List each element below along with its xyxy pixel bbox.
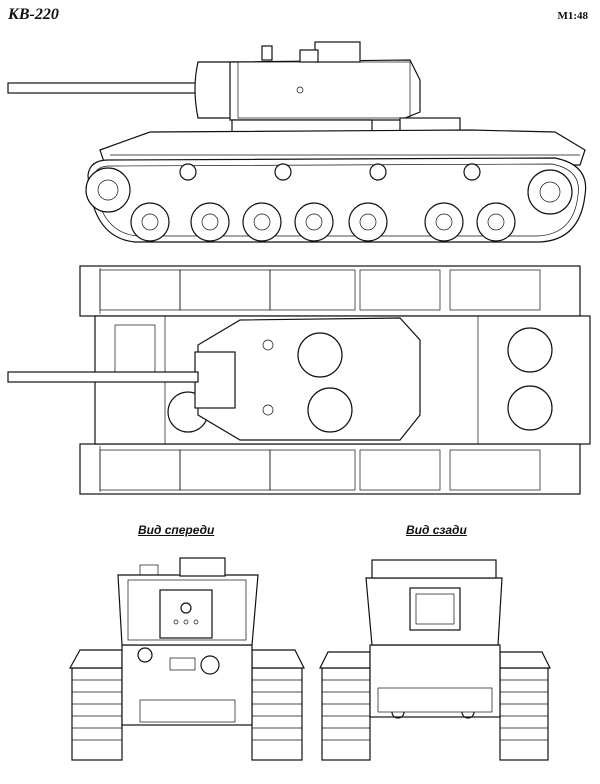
front-gun-mantlet xyxy=(159,589,213,639)
rear-hull xyxy=(369,644,501,718)
side-turret xyxy=(229,59,421,121)
rear-track-left xyxy=(321,667,371,761)
top-engine-hatch-1 xyxy=(507,327,553,373)
front-track-left xyxy=(71,667,123,761)
rear-track-right xyxy=(499,667,549,761)
side-cupola xyxy=(314,41,361,63)
top-gun-barrel xyxy=(7,371,199,383)
side-drive-sprocket xyxy=(85,167,131,213)
rear-turret-hatch xyxy=(409,587,461,631)
rear-cupola xyxy=(371,559,497,579)
drawing-title: КВ-220 xyxy=(8,6,59,23)
front-hull xyxy=(121,644,253,726)
front-cupola xyxy=(179,557,226,577)
side-idler-wheel xyxy=(527,169,573,215)
top-track-lower xyxy=(79,443,581,495)
top-turret xyxy=(197,317,421,441)
front-track-right xyxy=(251,667,303,761)
top-view xyxy=(7,265,591,495)
top-engine-hatch-2 xyxy=(507,385,553,431)
front-view xyxy=(68,557,305,761)
side-gun-barrel xyxy=(7,82,199,94)
rear-view-caption: Вид сзади xyxy=(406,523,467,537)
top-track-upper xyxy=(79,265,581,317)
front-view-caption: Вид спереди xyxy=(138,523,215,537)
scale-label: M1:48 xyxy=(557,10,588,22)
rear-view xyxy=(319,559,551,761)
top-cupola xyxy=(307,387,353,433)
side-road-wheels xyxy=(130,202,516,242)
side-view xyxy=(7,41,587,243)
